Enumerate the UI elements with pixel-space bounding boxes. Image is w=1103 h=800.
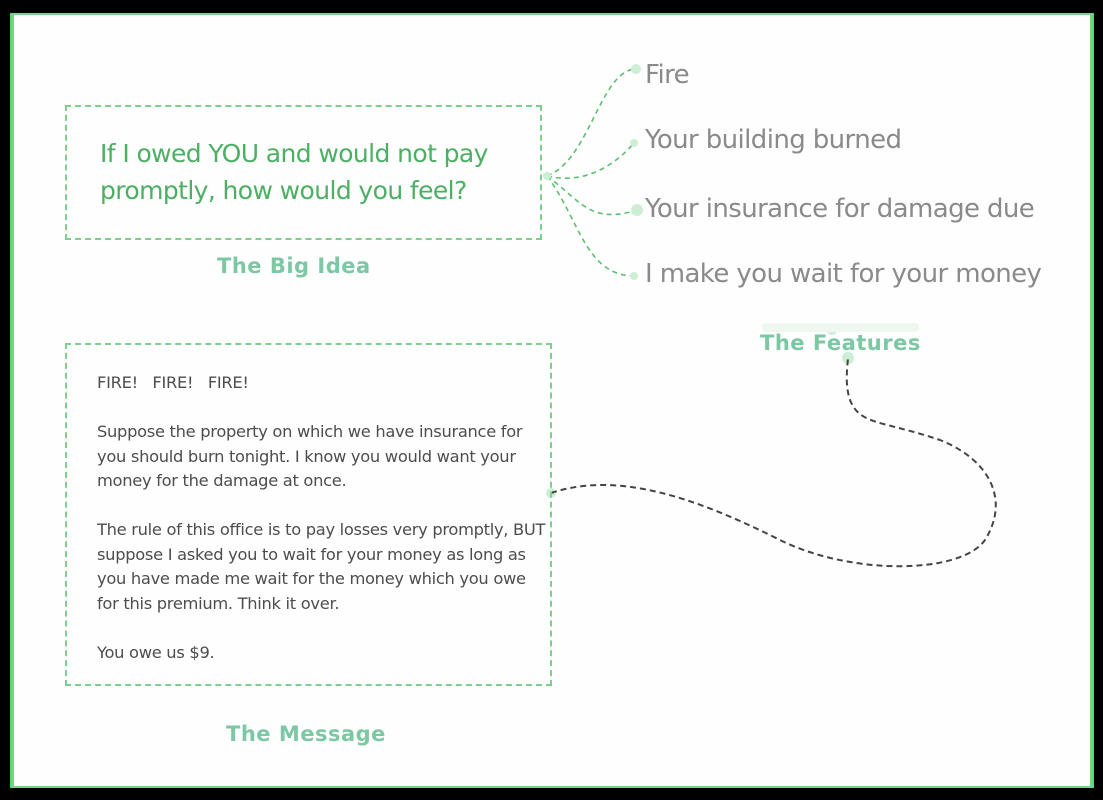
message-body: FIRE! FIRE! FIRE! Suppose the property o… <box>97 371 547 690</box>
message-paragraph: You owe us $9. <box>97 642 215 662</box>
features-label: The Features <box>760 331 921 355</box>
anchor-dot <box>630 139 638 147</box>
anchor-dot <box>631 64 641 74</box>
anchor-dot <box>630 272 638 280</box>
label-highlight <box>762 323 919 332</box>
anchor-dot <box>543 172 551 180</box>
feature-item[interactable]: Your building burned <box>645 125 902 155</box>
anchor-dot <box>842 352 854 364</box>
feature-item[interactable]: Fire <box>645 60 690 90</box>
anchor-dot <box>631 204 643 216</box>
big-idea-text: If I owed YOU and would not pay promptly… <box>100 139 488 205</box>
message-paragraph: FIRE! FIRE! FIRE! <box>97 373 249 392</box>
connector-fire <box>546 68 637 177</box>
connector-building <box>546 142 635 179</box>
message-paragraph: Suppose the property on which we have in… <box>97 422 523 490</box>
message-box[interactable]: FIRE! FIRE! FIRE! Suppose the property o… <box>65 343 552 686</box>
message-to-features-connector <box>550 357 997 568</box>
message-label: The Message <box>226 722 386 746</box>
diagram-canvas <box>12 13 1092 788</box>
big-idea-box[interactable]: If I owed YOU and would not pay promptly… <box>65 105 542 240</box>
feature-item[interactable]: Your insurance for damage due <box>645 194 1035 224</box>
message-paragraph: The rule of this office is to pay losses… <box>97 520 546 613</box>
feature-item[interactable]: I make you wait for your money <box>645 259 1042 289</box>
connector-insurance <box>546 175 638 216</box>
big-idea-label: The Big Idea <box>217 254 371 278</box>
connector-wait <box>546 175 635 277</box>
